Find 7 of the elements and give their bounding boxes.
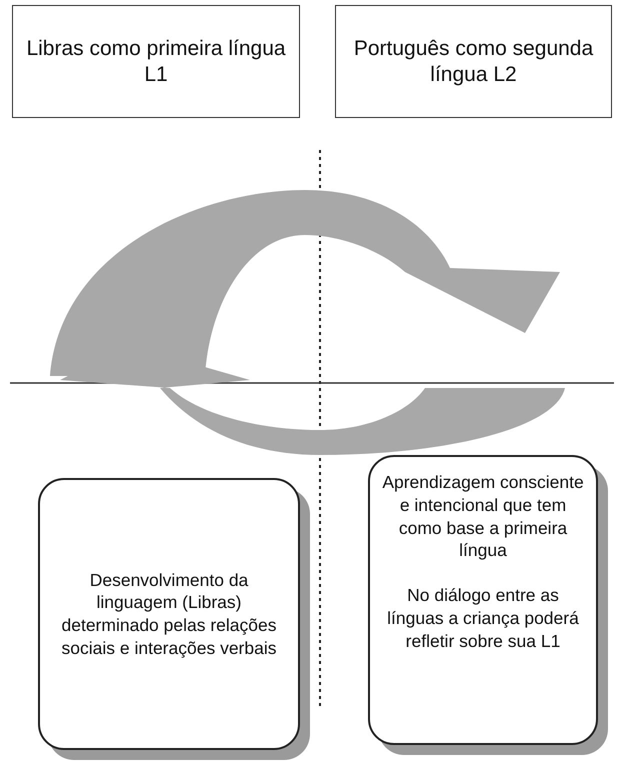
node-text: Português como segunda língua L2 bbox=[352, 36, 594, 87]
label-box bbox=[12, 5, 300, 118]
node-text: Libras como primeira língua L1 bbox=[25, 36, 287, 87]
node-text: Aprendizagem consciente e intencional que tem como base a primeira língua bbox=[382, 471, 584, 562]
node-text: No diálogo entre as línguas a criança poderá refletir sobre sua L1 bbox=[386, 584, 580, 652]
label-box bbox=[335, 5, 612, 118]
node-text: Desenvolvimento da linguagem (Libras) determinado pelas relações sociais e interações verbais bbox=[60, 568, 278, 660]
